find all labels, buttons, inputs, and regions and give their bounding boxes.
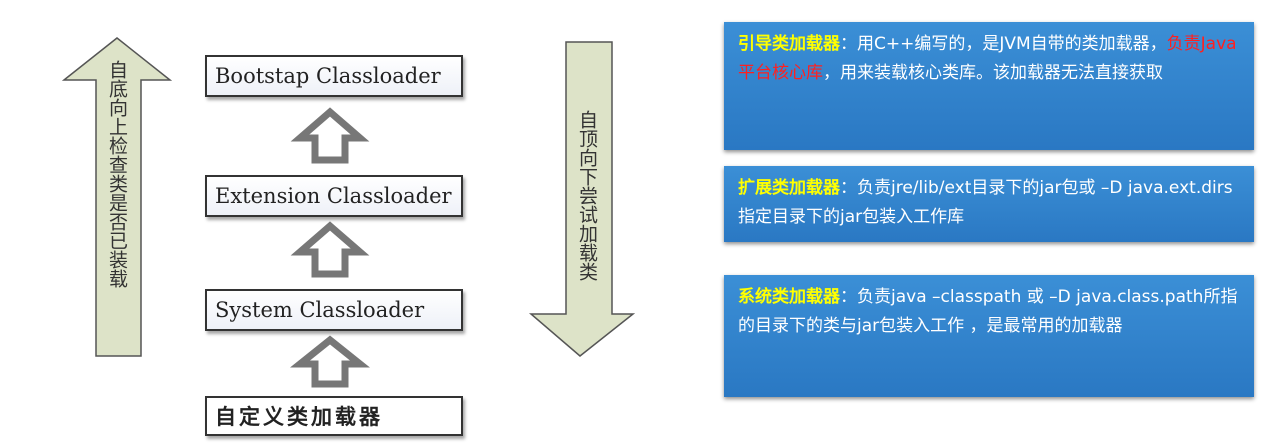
system-info-box: 系统类加载器：负责java –classpath 或 –D java.class… bbox=[724, 275, 1254, 397]
bootstrap-text1: 用C++编写的，是JVM自带的类加载器， bbox=[857, 34, 1167, 54]
extension-text: 负责jre/lib/ext目录下的jar包或 –D java.ext.dirs … bbox=[738, 178, 1233, 227]
system-title: 系统类加载器 bbox=[738, 287, 840, 307]
custom-classloader-box: 自定义类加载器 bbox=[205, 396, 463, 436]
hollow-up-arrow-3 bbox=[290, 335, 370, 388]
extension-title: 扩展类加载器 bbox=[738, 178, 840, 198]
system-sep: ： bbox=[840, 287, 857, 307]
right-arrow-label: 自顶向下尝试加载类 bbox=[576, 110, 598, 281]
down-arrow-right bbox=[528, 41, 636, 357]
left-arrow-label: 自底向上检查类是否已装载 bbox=[106, 60, 128, 288]
system-text: 负责java –classpath 或 –D java.class.path所指… bbox=[738, 287, 1238, 336]
extension-classloader-box: Extension Classloader bbox=[205, 175, 463, 217]
up-arrow-left bbox=[61, 37, 173, 357]
bootstrap-info-box: 引导类加载器：用C++编写的，是JVM自带的类加载器，负责Java平台核心库，用… bbox=[724, 22, 1254, 150]
bootstrap-text2: ，用来装载核心类库。该加载器无法直接获取 bbox=[823, 63, 1163, 83]
hollow-up-arrow-1 bbox=[290, 107, 370, 164]
bootstrap-title: 引导类加载器 bbox=[738, 34, 840, 54]
bootstrap-classloader-box: Bootstap Classloader bbox=[205, 55, 463, 97]
hollow-up-arrow-2 bbox=[290, 221, 370, 278]
extension-info-box: 扩展类加载器：负责jre/lib/ext目录下的jar包或 –D java.ex… bbox=[724, 166, 1254, 242]
bootstrap-sep: ： bbox=[840, 34, 857, 54]
system-classloader-box: System Classloader bbox=[205, 289, 463, 331]
bootstrap-highlight: 负责Java平台核心库 bbox=[738, 34, 1237, 83]
extension-sep: ： bbox=[840, 178, 857, 198]
